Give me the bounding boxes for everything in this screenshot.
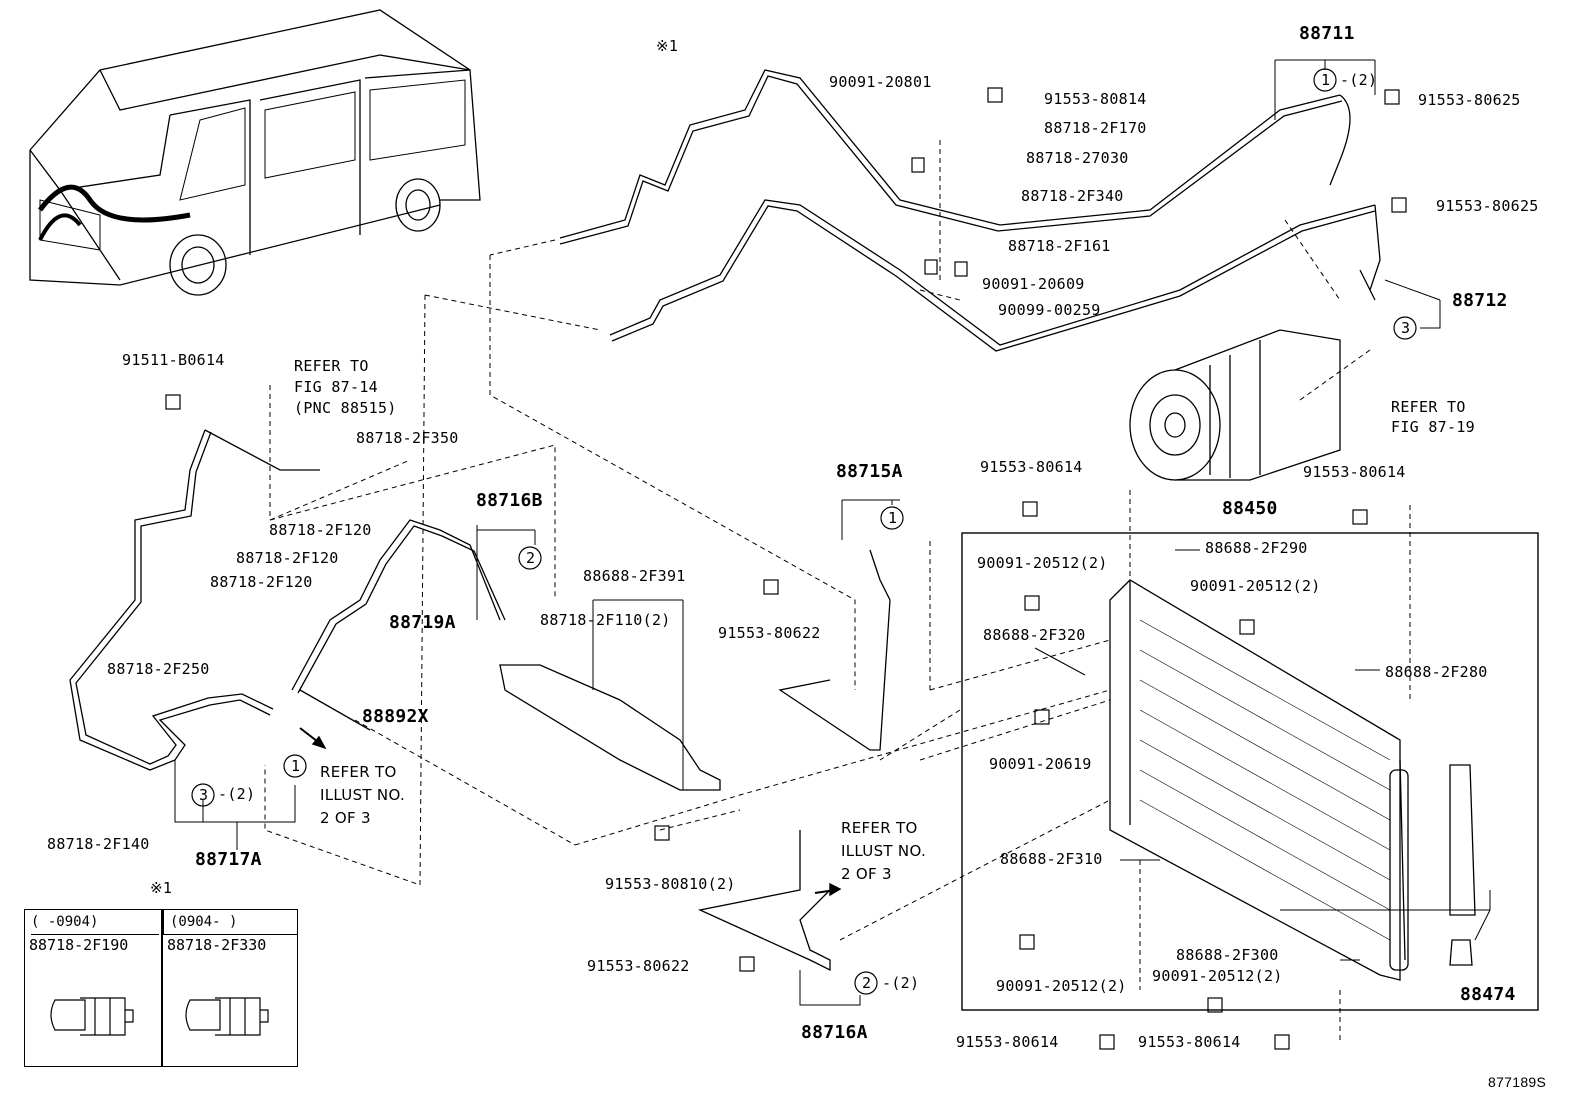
label-88712: 88712 <box>1452 290 1508 311</box>
label-90091-20512-b: 90091-20512(2) <box>1190 577 1321 595</box>
callout-3-88717a: 3 <box>199 786 209 804</box>
label-88717a: 88717A <box>195 849 262 870</box>
label-88450: 88450 <box>1222 498 1278 519</box>
label-note-mark-top: ※1 <box>656 37 679 55</box>
pipe-88715a <box>778 549 891 751</box>
refer-fig-87-14-line1: REFER TO <box>294 357 369 375</box>
label-90091-20801: 90091-20801 <box>829 73 932 91</box>
legend-col1-part: 88718-2F190 <box>29 936 129 954</box>
label-88716a: 88716A <box>801 1022 868 1043</box>
legend-table: ( -0904) (0904- ) 88718-2F190 88718-2F33… <box>24 909 298 1067</box>
label-88718-2f161: 88718-2F161 <box>1008 237 1111 255</box>
label-90099-00259: 90099-00259 <box>998 301 1101 319</box>
label-88718-2f110: 88718-2F110(2) <box>540 611 671 629</box>
leader-lines <box>174 59 1491 1006</box>
label-90091-20512-c: 90091-20512(2) <box>1152 967 1283 985</box>
label-88688-2f290: 88688-2F290 <box>1205 539 1308 557</box>
callout-3-upper: 3 <box>1401 319 1411 337</box>
label-90091-20619: 90091-20619 <box>989 755 1092 773</box>
condenser-frame <box>961 532 1539 1011</box>
label-91553-80614-a: 91553-80614 <box>980 458 1083 476</box>
label-callout-3-qty: -(2) <box>218 785 256 803</box>
label-91553-80614-c: 91553-80614 <box>956 1033 1059 1051</box>
label-90091-20609: 90091-20609 <box>982 275 1085 293</box>
label-88718-2f120-b: 88718-2F120 <box>236 549 339 567</box>
label-88688-2f320: 88688-2F320 <box>983 626 1086 644</box>
refer-illust-left-line2: ILLUST NO. <box>320 786 406 804</box>
bracket-2f391 <box>499 664 721 791</box>
label-90091-20512-a: 90091-20512(2) <box>977 554 1108 572</box>
label-91511-b0614: 91511-B0614 <box>122 351 225 369</box>
label-90091-20512-d: 90091-20512(2) <box>996 977 1127 995</box>
legend-col2-part: 88718-2F330 <box>167 936 267 954</box>
clip-illustrations <box>50 997 269 1036</box>
refer-fig-87-19-line2: FIG 87-19 <box>1391 418 1475 436</box>
label-88718-2f250: 88718-2F250 <box>107 660 210 678</box>
legend-col1-header: ( -0904) <box>31 910 159 935</box>
label-91553-80814: 91553-80814 <box>1044 90 1147 108</box>
label-91553-80625-top: 91553-80625 <box>1418 91 1521 109</box>
pipe-88716a <box>697 830 831 972</box>
refer-fig-87-14-line3: (PNC 88515) <box>294 399 397 417</box>
refer-illust-right-line1: REFER TO <box>841 819 918 837</box>
label-88718-27030: 88718-27030 <box>1026 149 1129 167</box>
label-88474: 88474 <box>1460 984 1516 1005</box>
compressor <box>1129 329 1341 481</box>
label-91553-80622-a: 91553-80622 <box>718 624 821 642</box>
label-88892x: 88892X <box>362 706 429 727</box>
left-pipes <box>69 429 506 771</box>
label-note-mark-table: ※1 <box>150 879 173 897</box>
label-callout-1-qty: -(2) <box>1340 71 1378 89</box>
callout-2-88716a: 2 <box>862 974 872 992</box>
label-88688-2f280: 88688-2F280 <box>1385 663 1488 681</box>
dryer <box>1449 764 1476 916</box>
label-88718-2f350: 88718-2F350 <box>356 429 459 447</box>
label-88688-2f391: 88688-2F391 <box>583 567 686 585</box>
label-88718-2f120-a: 88718-2F120 <box>269 521 372 539</box>
label-88715a: 88715A <box>836 461 903 482</box>
label-91553-80622-b: 91553-80622 <box>587 957 690 975</box>
refer-illust-left-line3: 2 OF 3 <box>320 809 371 827</box>
refer-illust-right-line3: 2 OF 3 <box>841 865 892 883</box>
refer-fig-87-14-line2: FIG 87-14 <box>294 378 378 396</box>
diagram-id: 877189S <box>1488 1074 1547 1090</box>
upper-hoses <box>559 69 1381 352</box>
legend-col2-header: (0904- ) <box>163 910 298 935</box>
refer-illust-left-line1: REFER TO <box>320 763 397 781</box>
bolts <box>165 87 1407 1050</box>
refer-illust-right-line2: ILLUST NO. <box>841 842 927 860</box>
label-88718-2f140: 88718-2F140 <box>47 835 150 853</box>
label-88716b: 88716B <box>476 490 543 511</box>
callout-2-88716b: 2 <box>526 549 536 567</box>
label-91553-80810: 91553-80810(2) <box>605 875 736 893</box>
label-88719a: 88719A <box>389 612 456 633</box>
label-88688-2f300: 88688-2F300 <box>1176 946 1279 964</box>
callout-1-upper: 1 <box>1321 71 1331 89</box>
callout-1-88715a: 1 <box>888 509 898 527</box>
callout-circles <box>191 68 1417 995</box>
refer-fig-87-19-line1: REFER TO <box>1391 398 1466 416</box>
label-88718-2f120-c: 88718-2F120 <box>210 573 313 591</box>
label-91553-80614-d: 91553-80614 <box>1138 1033 1241 1051</box>
label-88688-2f310: 88688-2F310 <box>1000 850 1103 868</box>
label-91553-80625-mid: 91553-80625 <box>1436 197 1539 215</box>
label-callout-2-qty: -(2) <box>882 974 920 992</box>
dashed-refs <box>264 140 1411 1040</box>
label-88718-2f170: 88718-2F170 <box>1044 119 1147 137</box>
van-illustration <box>29 9 481 296</box>
label-88711: 88711 <box>1299 23 1355 44</box>
callout-1-88717a: 1 <box>291 757 301 775</box>
label-88718-2f340: 88718-2F340 <box>1021 187 1124 205</box>
condenser <box>1109 579 1409 981</box>
label-91553-80614-b: 91553-80614 <box>1303 463 1406 481</box>
